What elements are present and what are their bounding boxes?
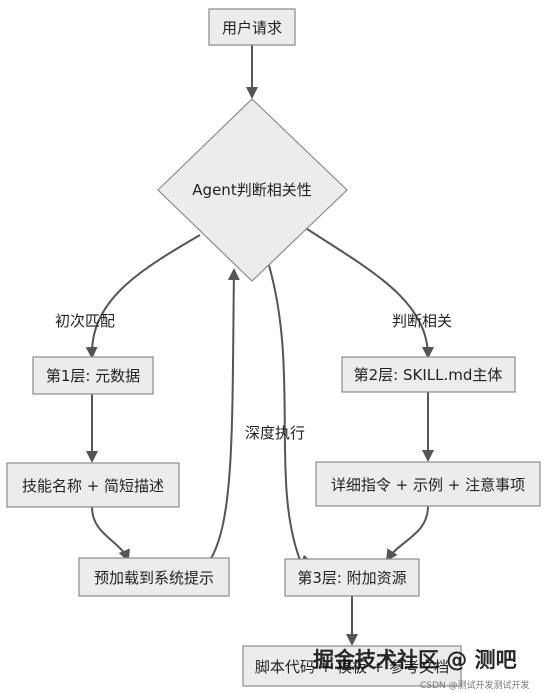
node-layer1-label: 第1层: 元数据	[46, 367, 140, 385]
edge-label-first-match: 初次匹配	[55, 312, 115, 330]
node-detail: 详细指令 + 示例 + 注意事项	[315, 461, 541, 507]
edge-preload-to-agent	[209, 268, 240, 561]
node-layer2-label: 第2层: SKILL.md主体	[354, 366, 503, 384]
edge-agent-to-layer1	[85, 234, 201, 359]
edge-label-judged-relevant: 判断相关	[392, 312, 452, 330]
edge-agent-to-layer3	[267, 261, 314, 567]
node-user-request: 用户请求	[208, 8, 296, 46]
edge-desc-to-preload	[91, 506, 130, 562]
node-resources-label: 脚本代码 + 模板 + 参考文档	[255, 658, 449, 676]
node-preload-label: 预加载到系统提示	[94, 569, 214, 587]
watermark-small: CSDN @测试开发测试开发	[420, 679, 530, 691]
node-layer2: 第2层: SKILL.md主体	[341, 356, 516, 393]
node-layer1: 第1层: 元数据	[32, 356, 154, 395]
node-layer3-label: 第3层: 附加资源	[297, 569, 406, 587]
node-skill-desc: 技能名称 + 简短描述	[6, 462, 180, 508]
node-detail-label: 详细指令 + 示例 + 注意事项	[331, 476, 525, 494]
watermark-main: 掘金技术社区 @ 测吧	[313, 648, 517, 672]
node-agent-judge: Agent判断相关性	[157, 98, 348, 282]
node-layer3: 第3层: 附加资源	[284, 558, 420, 597]
edge-label-deep-execute: 深度执行	[245, 424, 305, 442]
node-preload: 预加载到系统提示	[78, 557, 230, 597]
node-agent-judge-label: Agent判断相关性	[192, 181, 311, 199]
edge-detail-to-layer3	[385, 505, 429, 562]
node-skill-desc-label: 技能名称 + 简短描述	[22, 477, 164, 495]
node-resources: 脚本代码 + 模板 + 参考文档	[242, 645, 462, 687]
edge-agent-to-layer2	[303, 226, 434, 359]
node-user-request-label: 用户请求	[222, 19, 282, 37]
